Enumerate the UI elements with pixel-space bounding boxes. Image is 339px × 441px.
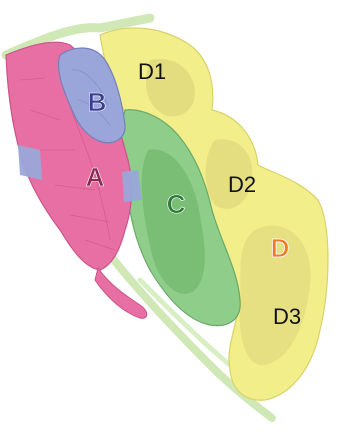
zone-b-label: B [88, 87, 107, 117]
subzone-d3-label: D3 [273, 304, 301, 329]
zone-a-label: A [86, 162, 105, 192]
subzone-d1-label: D1 [138, 59, 166, 84]
zone-c-label: C [167, 189, 186, 219]
subzone-d2-label: D2 [228, 172, 256, 197]
zone-d-label: D [271, 233, 290, 263]
